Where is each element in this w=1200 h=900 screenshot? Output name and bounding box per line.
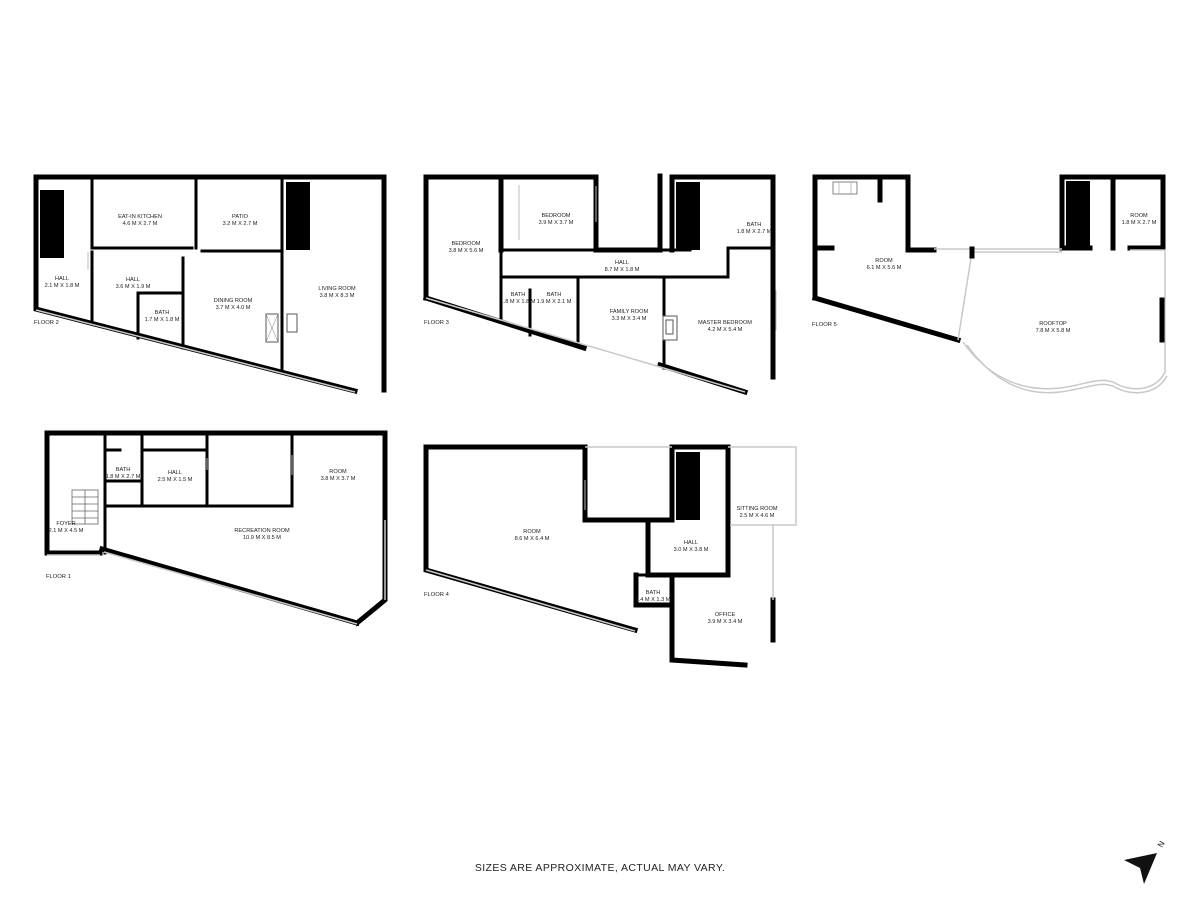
room-name: HALL [684, 540, 698, 546]
room-size: 3.9 M X 3.4 M [708, 619, 743, 625]
floor-label: FLOOR 5 [812, 322, 837, 328]
floor-3-plan: BEDROOM 3.8 M X 5.6 M BEDROOM 3.9 M X 3.… [422, 173, 777, 396]
room-size: 8.7 M X 1.8 M [605, 267, 640, 273]
compass-icon: N [1124, 839, 1167, 884]
room-size: 1.8 M X 1.8 M [501, 299, 536, 305]
room-name: ROOM [1130, 213, 1148, 219]
floor-4-plan: ROOM 8.6 M X 6.4 M SITTING ROOM 2.5 M X … [423, 444, 797, 668]
room-size: 10.9 M X 8.5 M [243, 535, 281, 541]
room-size: 1.8 M X 2.7 M [106, 474, 141, 480]
fireplace-icon [662, 315, 678, 341]
stairs-icon [676, 182, 700, 250]
room-size: 8.6 M X 6.4 M [515, 536, 550, 542]
floor-label: FLOOR 2 [34, 320, 59, 326]
stairs-icon [676, 452, 700, 520]
approximate-sizes-note: SIZES ARE APPROXIMATE, ACTUAL MAY VARY. [474, 862, 726, 874]
room-name: EAT-IN KITCHEN [118, 214, 162, 220]
room-name: HALL [615, 260, 629, 266]
room-size: 3.9 M X 3.7 M [539, 220, 574, 226]
fireplace-icon [265, 313, 298, 343]
room-name: DINING ROOM [214, 298, 253, 304]
room-name: FOYER [56, 521, 75, 527]
room-name: ROOM [329, 469, 347, 475]
room-name: ROOM [523, 529, 541, 535]
room-name: BEDROOM [452, 241, 481, 247]
room-name: MASTER BEDROOM [698, 320, 752, 326]
room-size: 3.3 M X 3.4 M [612, 316, 647, 322]
room-size: 3.8 M X 3.7 M [321, 476, 356, 482]
room-size: 4.6 M X 2.7 M [123, 221, 158, 227]
room-size: 1.8 M X 2.7 M [1122, 220, 1157, 226]
room-name: SITTING ROOM [736, 506, 777, 512]
room-size: 3.0 M X 3.8 M [674, 547, 709, 553]
room-name: ROOM [875, 258, 893, 264]
floor-label: FLOOR 1 [46, 574, 71, 580]
room-size: 2.1 M X 4.5 M [49, 528, 84, 534]
floor-label: FLOOR 3 [424, 320, 449, 326]
room-name: BEDROOM [542, 213, 571, 219]
room-name: BATH [646, 590, 661, 596]
room-size: 1.8 M X 2.7 M [737, 229, 772, 235]
room-name: RECREATION ROOM [234, 528, 290, 534]
room-size: 2.1 M X 1.8 M [45, 283, 80, 289]
room-size: 1.9 M X 2.1 M [537, 299, 572, 305]
room-name: OFFICE [715, 612, 736, 618]
room-name: BATH [511, 292, 526, 298]
room-name: LIVING ROOM [318, 286, 356, 292]
room-size: 2.5 M X 4.6 M [740, 513, 775, 519]
room-size: 3.6 M X 1.9 M [116, 284, 151, 290]
room-size: 1.7 M X 1.8 M [145, 317, 180, 323]
stairs-icon [1066, 181, 1090, 249]
room-name: PATIO [232, 214, 249, 220]
compass-letter: N [1156, 839, 1167, 849]
room-name: BATH [155, 310, 170, 316]
floor-5-plan: ROOM 6.1 M X 5.6 M ROOM 1.8 M X 2.7 M RO… [811, 174, 1168, 394]
room-name: HALL [126, 277, 140, 283]
room-size: 7.8 M X 5.8 M [1036, 328, 1071, 334]
room-name: ROOFTOP [1039, 321, 1067, 327]
room-name: BATH [747, 222, 762, 228]
room-name: FAMILY ROOM [610, 309, 649, 315]
room-size: 3.8 M X 5.6 M [449, 248, 484, 254]
room-name: HALL [168, 470, 182, 476]
skylight-icon [832, 181, 858, 195]
stairs-icon [71, 489, 99, 525]
floor-label: FLOOR 4 [424, 592, 450, 598]
room-size: 4.2 M X 5.4 M [708, 327, 743, 333]
floor-2-plan: EAT-IN KITCHEN 4.6 M X 2.7 M PATIO 3.2 M… [33, 174, 387, 395]
room-name: BATH [116, 467, 131, 473]
room-size: 6.1 M X 5.6 M [867, 265, 902, 271]
room-size: 2.5 M X 1.5 M [158, 477, 193, 483]
room-size: 3.7 M X 4.0 M [216, 305, 251, 311]
room-size: 1.4 M X 1.3 M [636, 597, 671, 603]
room-name: BATH [547, 292, 562, 298]
floor-1-plan: BATH 1.8 M X 2.7 M HALL 2.5 M X 1.5 M RO… [44, 430, 388, 627]
room-size: 3.8 M X 8.3 M [320, 293, 355, 299]
room-name: HALL [55, 276, 69, 282]
room-size: 3.2 M X 2.7 M [223, 221, 258, 227]
